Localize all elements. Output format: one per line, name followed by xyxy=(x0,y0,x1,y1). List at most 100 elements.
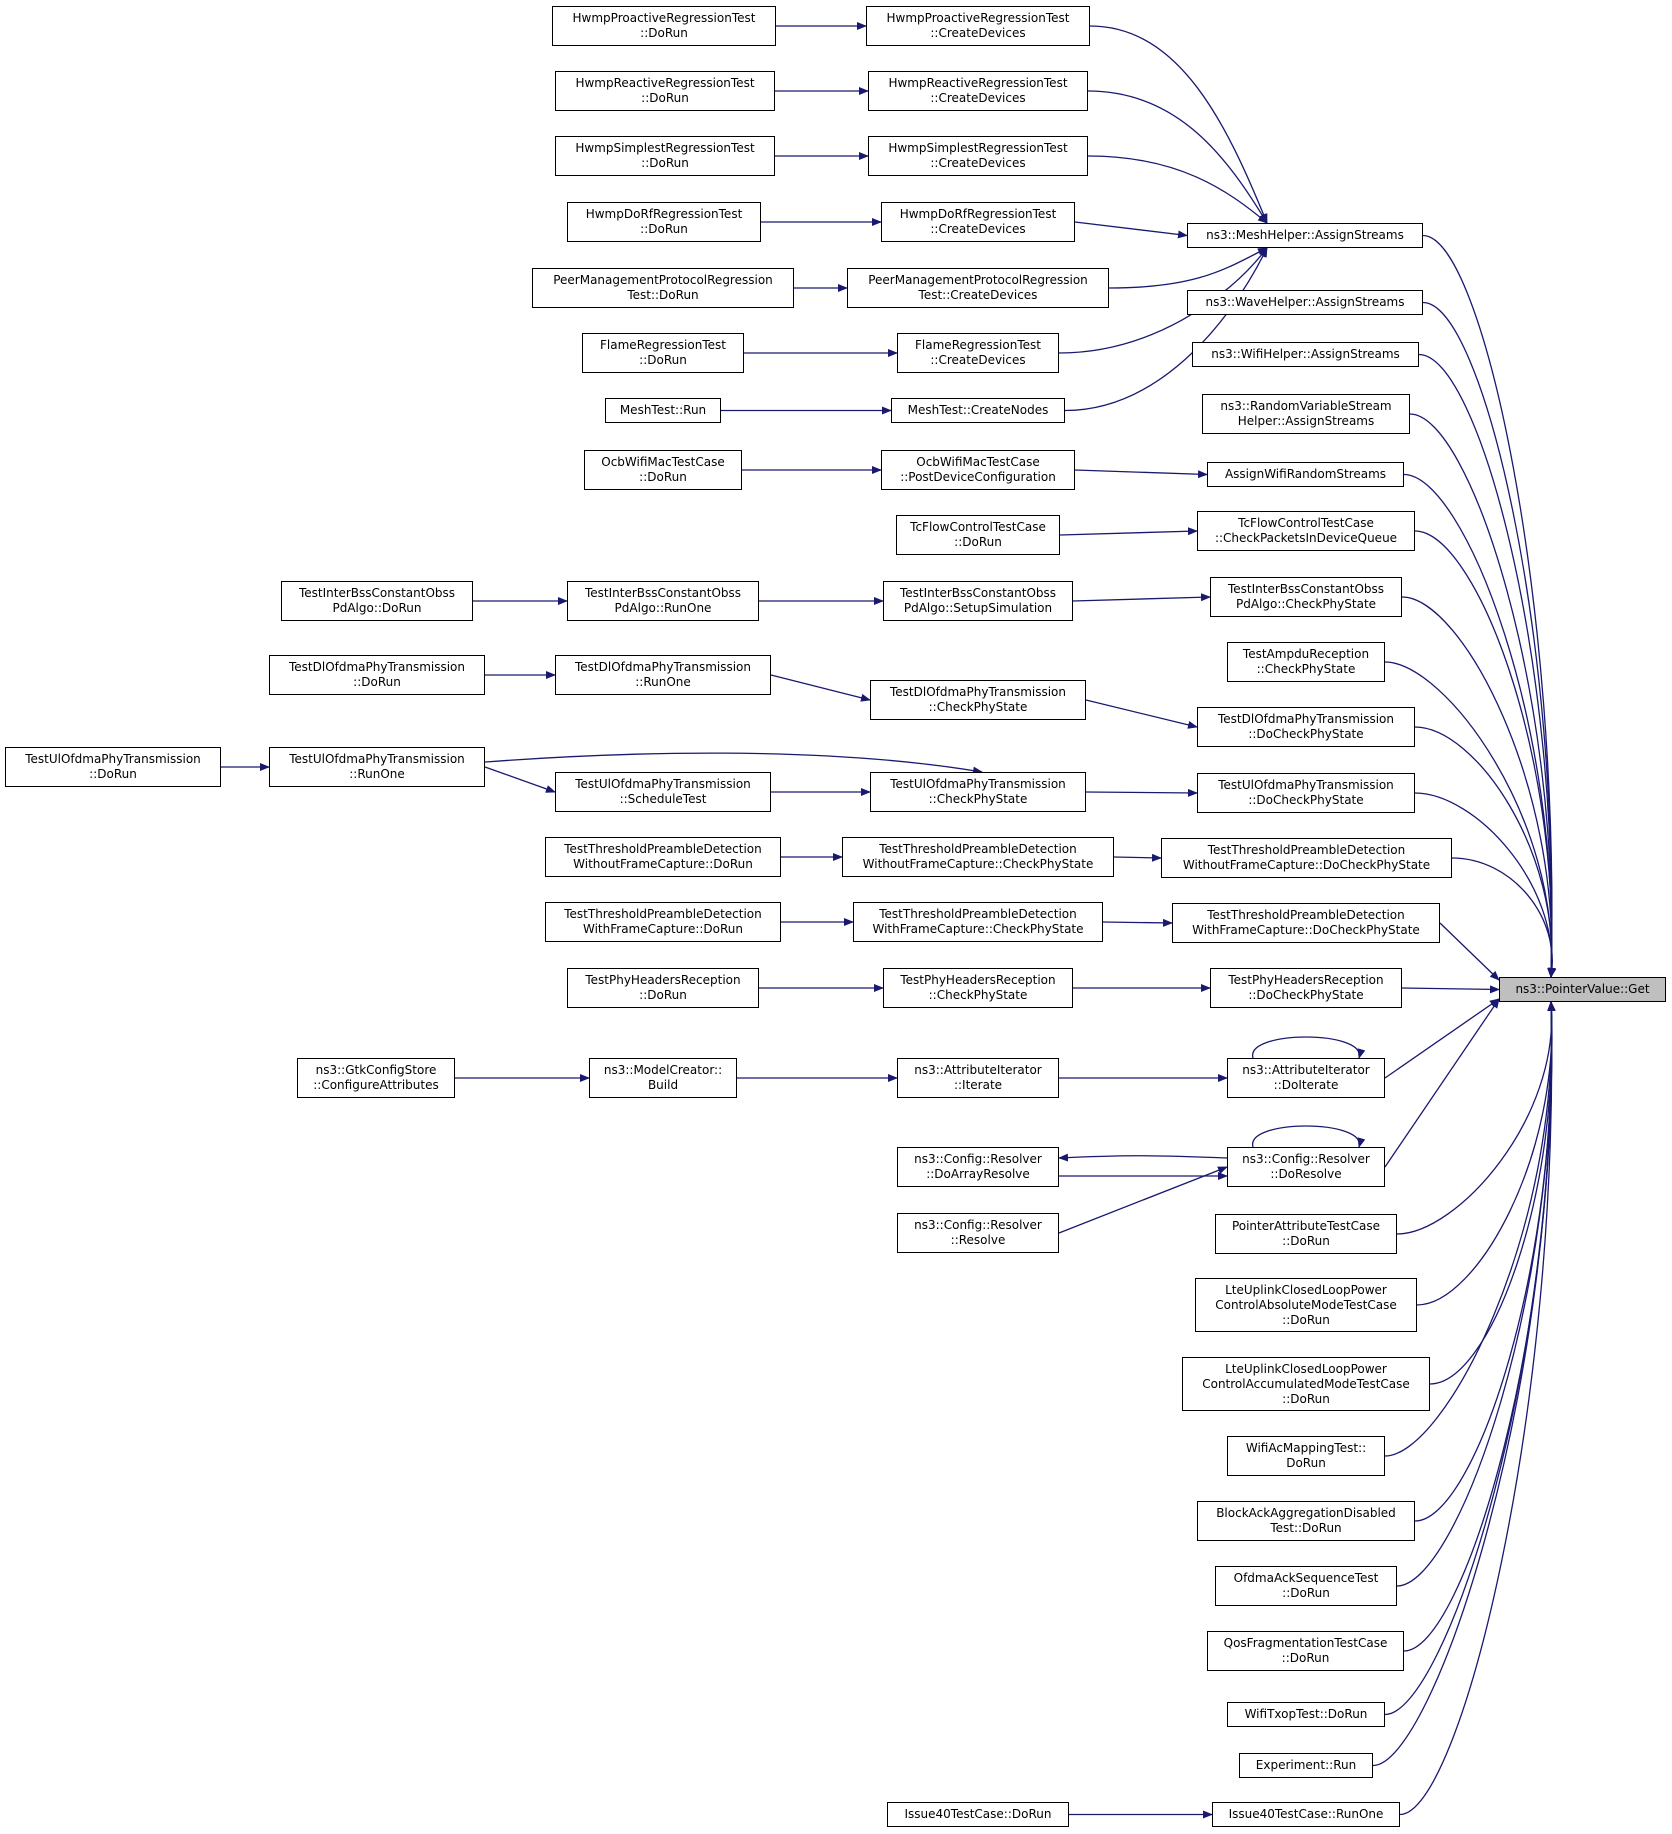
node-label-line: TestUlOfdmaPhyTransmission xyxy=(289,752,465,766)
node-label-line: ::CheckPhyState xyxy=(928,792,1028,806)
node-label-line: ::DoCheckPhyState xyxy=(1248,988,1364,1002)
node-label-line: Test::CreateDevices xyxy=(918,288,1038,302)
edge-dl-docheck-to-pv-get xyxy=(1414,726,1556,978)
node-ul-runone[interactable]: TestUlOfdmaPhyTransmission::RunOne xyxy=(269,747,485,787)
node-ptrattr-dorun[interactable]: PointerAttributeTestCase::DoRun xyxy=(1215,1214,1397,1254)
edge-ul-runone-to-ul-check xyxy=(484,752,983,775)
node-wave-assign[interactable]: ns3::WaveHelper::AssignStreams xyxy=(1187,290,1423,315)
node-dl-dorun[interactable]: TestDlOfdmaPhyTransmission::DoRun xyxy=(269,655,485,695)
node-label-line: TestThresholdPreambleDetection xyxy=(564,907,762,921)
node-qosfrag-dorun[interactable]: QosFragmentationTestCase::DoRun xyxy=(1207,1631,1404,1671)
edge-lte-abs-to-pv-get xyxy=(1416,1001,1556,1306)
node-wifitxop-dorun[interactable]: WifiTxopTest::DoRun xyxy=(1227,1702,1385,1727)
node-label-line: ::DoResolve xyxy=(1270,1167,1342,1181)
node-cfg-resolve[interactable]: ns3::Config::Resolver::Resolve xyxy=(897,1213,1059,1253)
node-ul-check[interactable]: TestUlOfdmaPhyTransmission::CheckPhyStat… xyxy=(870,772,1086,812)
node-meshtest-create[interactable]: MeshTest::CreateNodes xyxy=(891,398,1065,423)
node-label-line: WifiAcMappingTest:: xyxy=(1245,1441,1367,1455)
edge-peer-create-to-mesh-assign xyxy=(1108,247,1268,289)
node-issue40-runone[interactable]: Issue40TestCase::RunOne xyxy=(1212,1802,1400,1827)
node-phyhdr-dorun[interactable]: TestPhyHeadersReception::DoRun xyxy=(567,968,759,1008)
node-ul-schedule[interactable]: TestUlOfdmaPhyTransmission::ScheduleTest xyxy=(555,772,771,812)
node-tc-check[interactable]: TcFlowControlTestCase::CheckPacketsInDev… xyxy=(1197,511,1415,551)
node-ocb-dorun[interactable]: OcbWifiMacTestCase::DoRun xyxy=(584,450,742,490)
node-hwmp-rea-create[interactable]: HwmpReactiveRegressionTest::CreateDevice… xyxy=(868,71,1088,111)
node-model-build[interactable]: ns3::ModelCreator::Build xyxy=(589,1058,737,1098)
node-attr-doiterate[interactable]: ns3::AttributeIterator::DoIterate xyxy=(1227,1058,1385,1098)
node-hwmp-pro-dorun[interactable]: HwmpProactiveRegressionTest::DoRun xyxy=(552,6,776,46)
node-attr-iterate[interactable]: ns3::AttributeIterator::Iterate xyxy=(897,1058,1059,1098)
node-ocb-postdev[interactable]: OcbWifiMacTestCase::PostDeviceConfigurat… xyxy=(881,450,1075,490)
node-phyhdr-docheck[interactable]: TestPhyHeadersReception::DoCheckPhyState xyxy=(1210,968,1402,1008)
node-label-line: TestInterBssConstantObss xyxy=(584,586,742,600)
node-hwmp-sim-dorun[interactable]: HwmpSimplestRegressionTest::DoRun xyxy=(555,136,775,176)
node-label-line: ::DoRun xyxy=(639,470,687,484)
node-gtk-config[interactable]: ns3::GtkConfigStore::ConfigureAttributes xyxy=(297,1058,455,1098)
edge-tibcopd-check-to-pv-get xyxy=(1401,596,1556,978)
edge-tpd-wo-check-to-tpd-wo-docheck xyxy=(1113,853,1162,862)
node-hwmp-dorf-dorun[interactable]: HwmpDoRfRegressionTest::DoRun xyxy=(567,202,761,242)
node-label-line: TestUlOfdmaPhyTransmission xyxy=(575,777,751,791)
node-label-line: ::Resolve xyxy=(950,1233,1006,1247)
node-ul-docheck[interactable]: TestUlOfdmaPhyTransmission::DoCheckPhySt… xyxy=(1197,773,1415,813)
edge-tpd-w-docheck-to-pv-get xyxy=(1439,922,1500,981)
node-mesh-assign[interactable]: ns3::MeshHelper::AssignStreams xyxy=(1187,223,1423,248)
node-label-line: MeshTest::CreateNodes xyxy=(907,403,1049,417)
edge-ul-docheck-to-pv-get xyxy=(1414,792,1556,978)
node-hwmp-pro-create[interactable]: HwmpProactiveRegressionTest::CreateDevic… xyxy=(866,6,1090,46)
node-meshtest-run[interactable]: MeshTest::Run xyxy=(605,398,721,423)
node-hwmp-dorf-create[interactable]: HwmpDoRfRegressionTest::CreateDevices xyxy=(881,202,1075,242)
node-hwmp-sim-create[interactable]: HwmpSimplestRegressionTest::CreateDevice… xyxy=(868,136,1088,176)
node-label-line: ControlAbsoluteModeTestCase xyxy=(1215,1297,1397,1312)
node-flame-create[interactable]: FlameRegressionTest::CreateDevices xyxy=(897,333,1059,373)
node-label-line: HwmpDoRfRegressionTest xyxy=(899,207,1057,221)
node-pv-get[interactable]: ns3::PointerValue::Get xyxy=(1499,977,1666,1002)
node-label-line: ::PostDeviceConfiguration xyxy=(900,470,1056,484)
node-label-line: WifiTxopTest::DoRun xyxy=(1244,1707,1368,1721)
node-assign-wifi-rs[interactable]: AssignWifiRandomStreams xyxy=(1207,462,1404,487)
node-cfg-doarray[interactable]: ns3::Config::Resolver::DoArrayResolve xyxy=(897,1147,1059,1187)
node-ofdmaack-dorun[interactable]: OfdmaAckSequenceTest::DoRun xyxy=(1215,1566,1397,1606)
node-dl-runone[interactable]: TestDlOfdmaPhyTransmission::RunOne xyxy=(555,655,771,695)
node-label-line: PointerAttributeTestCase xyxy=(1231,1219,1381,1233)
node-hwmp-rea-dorun[interactable]: HwmpReactiveRegressionTest::DoRun xyxy=(555,71,775,111)
node-ul-dorun[interactable]: TestUlOfdmaPhyTransmission::DoRun xyxy=(5,747,221,787)
node-ampdu-check[interactable]: TestAmpduReception::CheckPhyState xyxy=(1227,642,1385,682)
node-cfg-doresolve[interactable]: ns3::Config::Resolver::DoResolve xyxy=(1227,1147,1385,1187)
node-experiment-run[interactable]: Experiment::Run xyxy=(1239,1753,1373,1778)
node-dl-docheck[interactable]: TestDlOfdmaPhyTransmission::DoCheckPhySt… xyxy=(1197,707,1415,747)
node-flame-dorun[interactable]: FlameRegressionTest::DoRun xyxy=(582,333,744,373)
node-label-line: TestInterBssConstantObss xyxy=(899,586,1057,600)
node-phyhdr-check[interactable]: TestPhyHeadersReception::CheckPhyState xyxy=(883,968,1073,1008)
node-label-line: ::DoRun xyxy=(639,353,687,367)
node-wifiac-dorun[interactable]: WifiAcMappingTest::DoRun xyxy=(1227,1436,1385,1476)
node-tc-dorun[interactable]: TcFlowControlTestCase::DoRun xyxy=(896,515,1060,555)
node-issue40-dorun[interactable]: Issue40TestCase::DoRun xyxy=(887,1802,1069,1827)
node-label-line: ns3::RandomVariableStream xyxy=(1220,399,1392,413)
node-label-line: TestDlOfdmaPhyTransmission xyxy=(890,685,1066,699)
node-label-line: TestDlOfdmaPhyTransmission xyxy=(1218,712,1394,726)
node-label-line: Experiment::Run xyxy=(1255,1758,1357,1772)
node-label-line: ::ScheduleTest xyxy=(619,792,707,806)
node-label-line: MeshTest::Run xyxy=(619,403,707,417)
edge-cfg-doresolve-to-cfg-doresolve xyxy=(1252,1125,1366,1148)
node-wifi-assign[interactable]: ns3::WifiHelper::AssignStreams xyxy=(1192,342,1419,367)
node-dl-check[interactable]: TestDlOfdmaPhyTransmission::CheckPhyStat… xyxy=(870,680,1086,720)
